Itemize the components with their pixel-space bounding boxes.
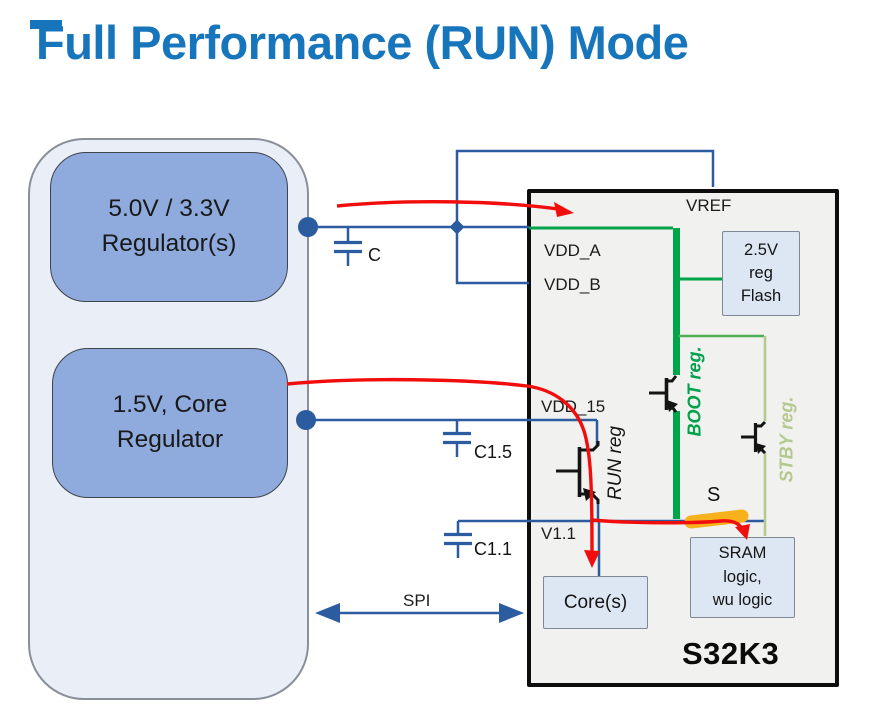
wire-junction-diamond — [449, 219, 465, 235]
cap-c15-label: C1.5 — [474, 442, 513, 462]
cap-c-plates — [334, 240, 362, 254]
vdd-b-wire — [455, 227, 529, 285]
sram-line2: logic, — [723, 567, 762, 586]
cap-c11-plates — [444, 532, 472, 546]
flash-reg-line3: Flash — [740, 286, 782, 305]
flash-reg-line2: reg — [749, 264, 773, 283]
boot-reg-label: BOOT reg. — [684, 346, 705, 437]
pin-label-vdd-15: VDD_15 — [541, 397, 606, 416]
regulator-1v5-core-box: 1.5V, Core Regulator — [52, 348, 288, 498]
stby-reg-label: STBY reg. — [776, 396, 797, 483]
regulator-5v-3v3-box: 5.0V / 3.3V Regulator(s) — [50, 152, 288, 302]
sram-line3: wu logic — [712, 591, 773, 610]
flash-regulator-block: 2.5V reg Flash — [722, 231, 800, 316]
page-title: Full Performance (RUN) Mode — [36, 16, 689, 69]
pin-label-vdd-a: VDD_A — [544, 241, 601, 260]
title-accent-bar — [30, 20, 62, 29]
blue-wire-nodes — [296, 217, 524, 623]
switch-label: S — [707, 484, 721, 506]
flash-reg-line1: 2.5V — [744, 241, 778, 260]
cap-c11-label: C1.1 — [474, 539, 513, 559]
regulator-1v5-line1: 1.5V, Core — [112, 391, 228, 419]
chip-name-label: S32K3 — [682, 636, 780, 671]
run-reg-label: RUN reg — [605, 426, 626, 500]
spi-bus-label: SPI — [403, 591, 431, 610]
regulator-5v-3v3-line1: 5.0V / 3.3V — [108, 195, 230, 223]
cores-label: Core(s) — [563, 591, 628, 613]
sram-block: SRAM logic, wu logic — [690, 537, 795, 618]
spi-arrowhead-right — [499, 603, 524, 623]
pin-label-v1-1: V1.1 — [541, 524, 576, 543]
sram-line1: SRAM — [718, 544, 767, 563]
spi-arrowhead-left — [315, 603, 340, 623]
regulator-5v-3v3-line2: Regulator(s) — [101, 230, 237, 257]
cores-block: Core(s) — [543, 576, 648, 629]
regulator-1v5-line2: Regulator — [116, 426, 224, 453]
cap-c15-plates — [443, 431, 471, 445]
pin-label-vdd-b: VDD_B — [544, 275, 601, 294]
pin-label-vref: VREF — [686, 196, 732, 215]
flow-arrow-5v-path — [336, 200, 559, 211]
cap-c-label: C — [368, 245, 381, 265]
